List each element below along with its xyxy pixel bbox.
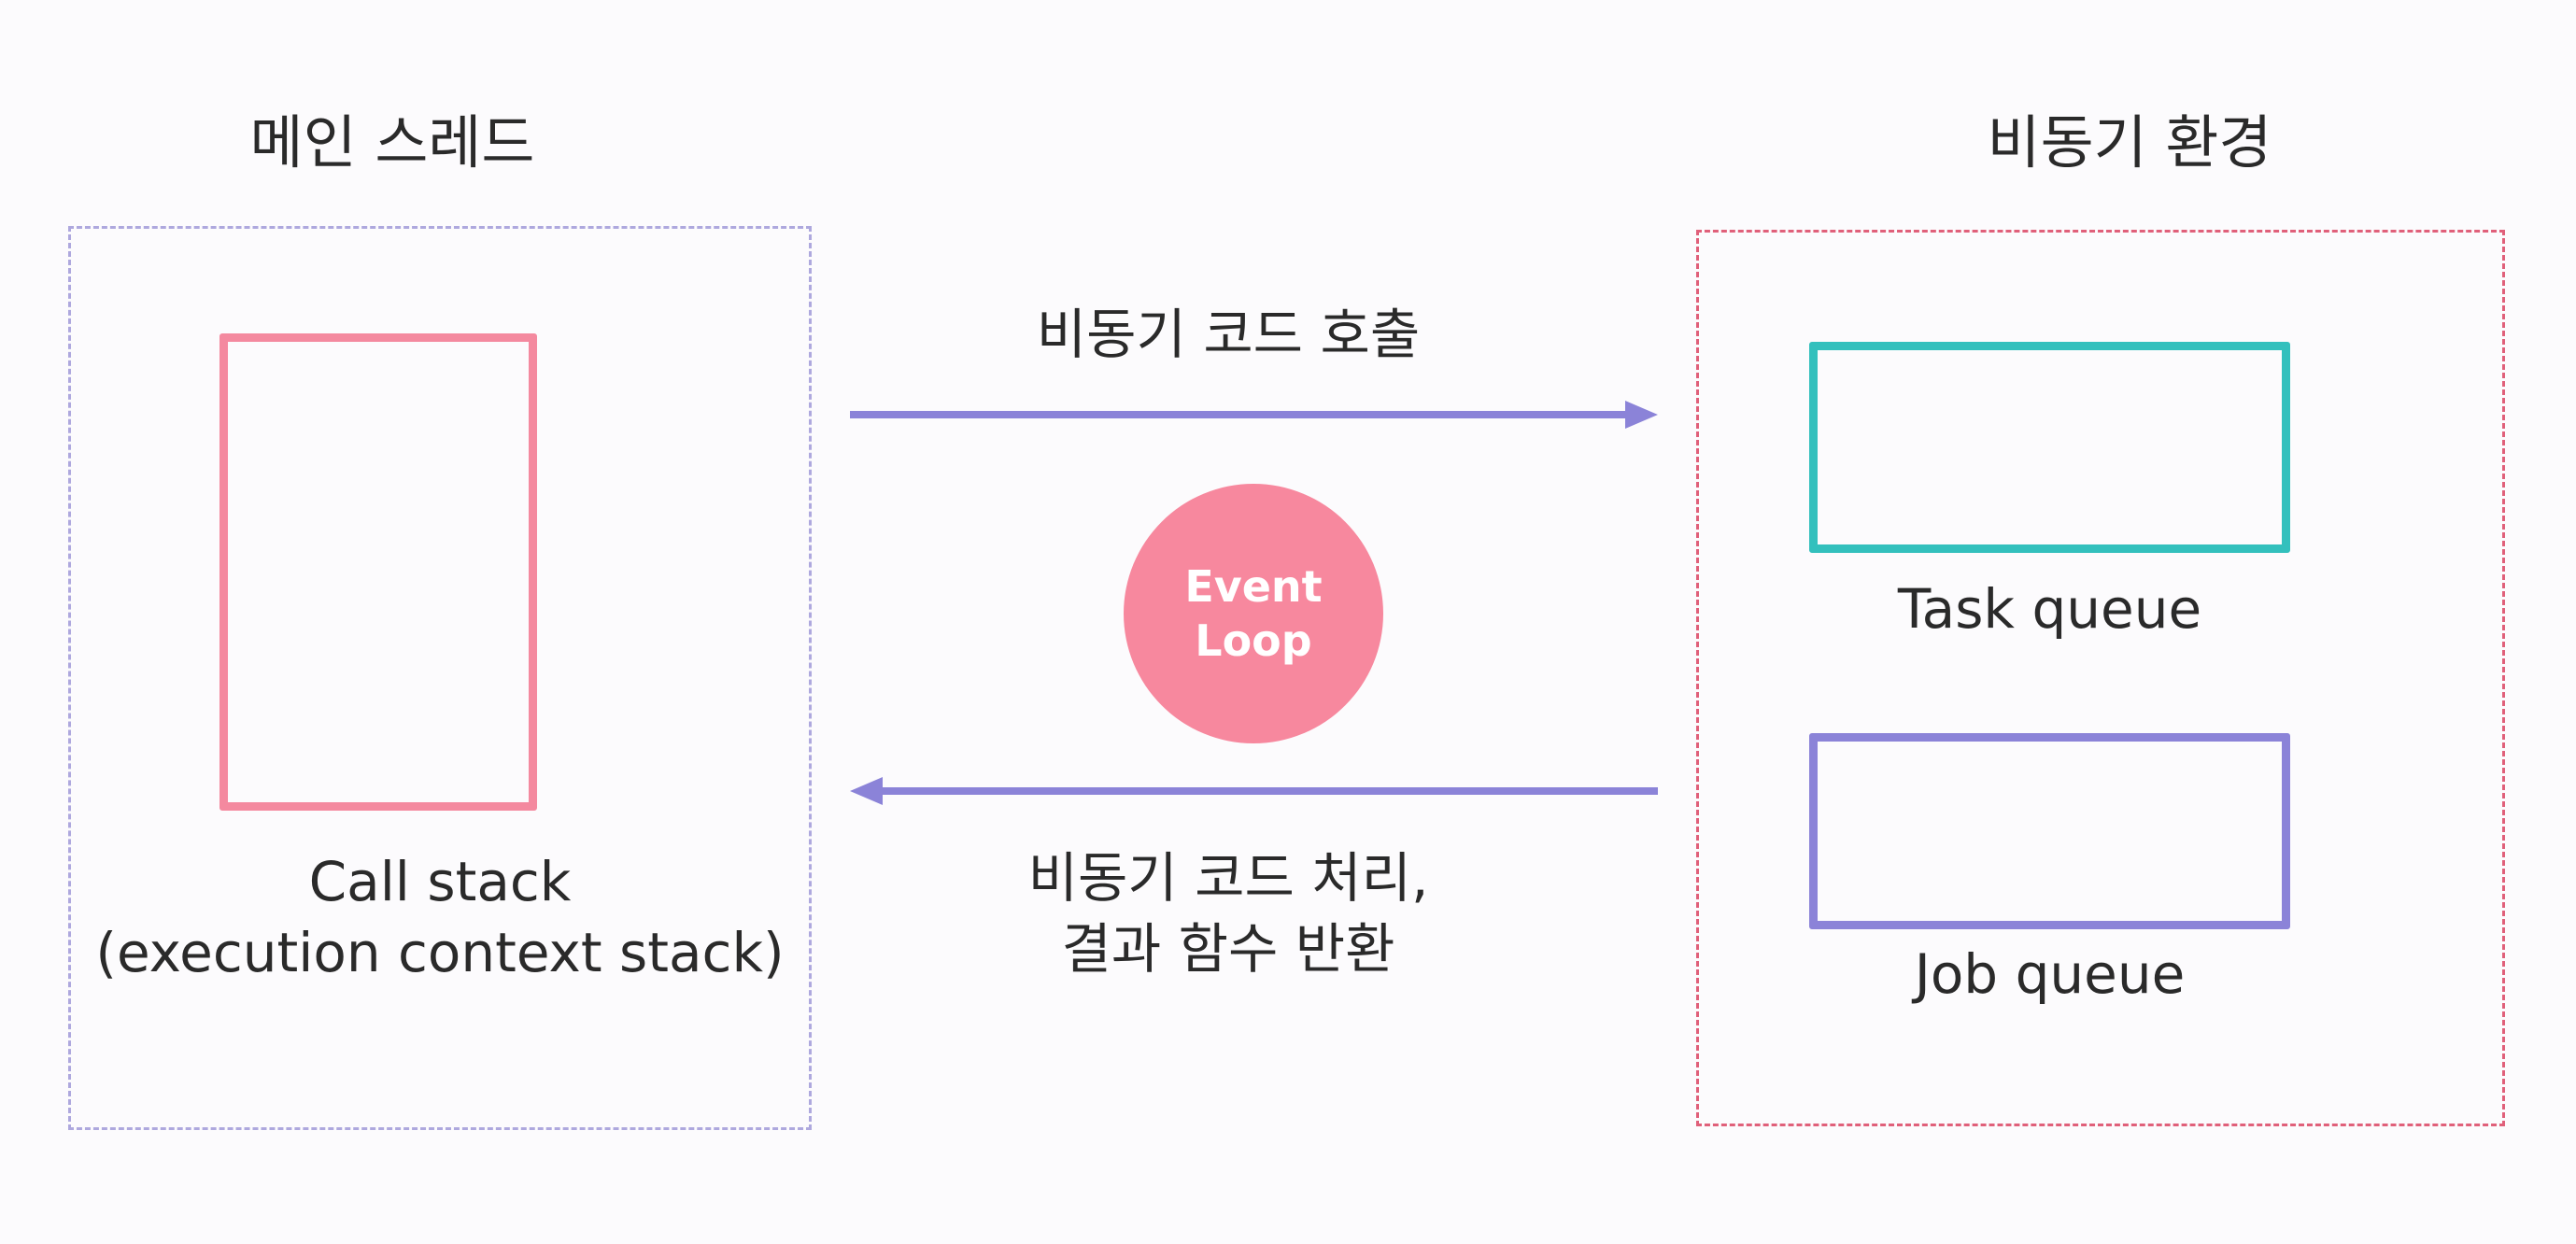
event-loop-line1: Event — [1184, 561, 1323, 612]
main-thread-title: 메인 스레드 — [249, 108, 535, 177]
task-queue-label: Task queue — [1897, 577, 2202, 641]
main-thread-container — [68, 226, 812, 1130]
return-arrow-label: 비동기 코드 처리, 결과 함수 반환 — [897, 842, 1560, 984]
call-stack-label-line1: Call stack — [308, 850, 572, 913]
call-stack-label-line2: (execution context stack) — [95, 921, 785, 984]
event-loop-line2: Loop — [1195, 615, 1312, 666]
return-arrow — [850, 777, 1658, 805]
task-queue-box — [1809, 342, 2290, 553]
job-queue-box — [1809, 733, 2290, 929]
return-arrow-label-line1: 비동기 코드 처리, — [1027, 846, 1429, 910]
call-arrow-label: 비동기 코드 호출 — [1036, 303, 1421, 366]
call-stack-box — [219, 333, 537, 811]
event-loop-circle: Event Loop — [1124, 484, 1383, 743]
async-environment-title: 비동기 환경 — [1987, 108, 2272, 177]
async-environment-container — [1696, 230, 2505, 1126]
job-queue-label: Job queue — [1914, 942, 2186, 1006]
call-arrow — [850, 401, 1658, 429]
call-stack-label: Call stack (execution context stack) — [68, 846, 812, 988]
return-arrow-label-line2: 결과 함수 반환 — [1061, 917, 1395, 981]
